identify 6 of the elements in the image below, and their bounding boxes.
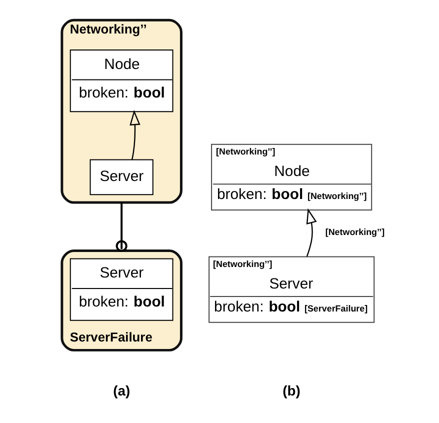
label: (a) [113,382,130,399]
label: (b) [282,382,300,399]
arrow [306,208,317,257]
edge-label: [Networking’’] [325,227,385,238]
connector [116,202,128,252]
arrow [130,110,140,160]
